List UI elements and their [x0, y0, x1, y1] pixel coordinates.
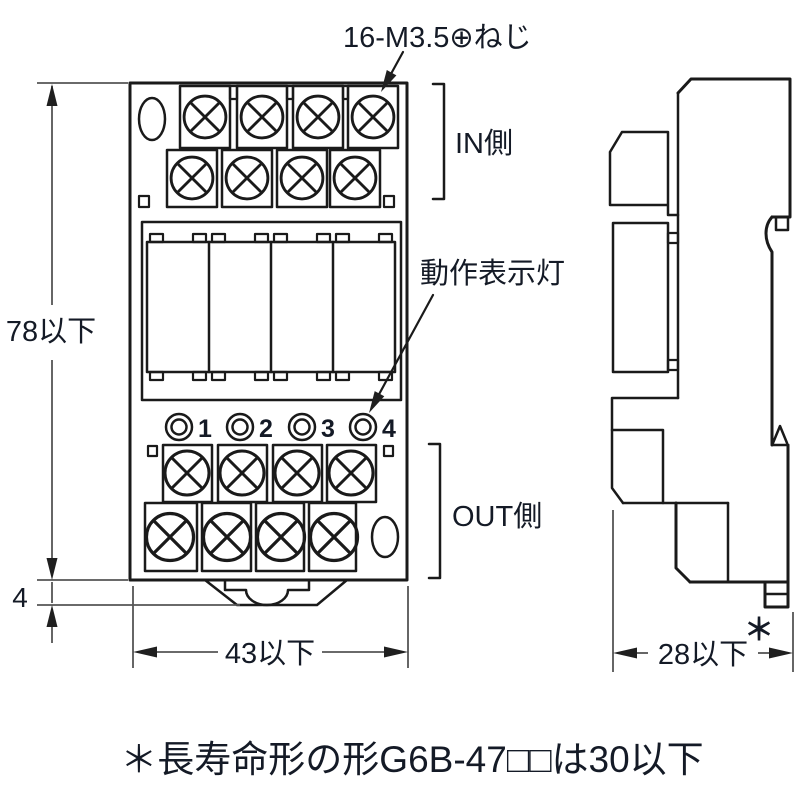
- in-cover-profile: [608, 130, 680, 217]
- screw-icon: [218, 449, 266, 497]
- din-rail-latch: [203, 578, 349, 607]
- in-terminal-row-bottom: [137, 148, 396, 209]
- front-body-outline: [128, 81, 409, 582]
- screw-icon: [201, 511, 253, 563]
- in-side-label: IN側: [455, 127, 513, 160]
- indicator-lamp-icon: [225, 412, 255, 442]
- out-terminal-row-bottom: [143, 501, 400, 573]
- screw-icon: [144, 511, 196, 563]
- out-bracket: [427, 442, 442, 580]
- in-terminal-row-top: [137, 84, 400, 150]
- out-side-callout: OUT側: [427, 442, 542, 580]
- indicator-lamp-icon: [287, 412, 317, 442]
- out-side-label: OUT側: [452, 500, 542, 533]
- screw-icon: [279, 155, 325, 201]
- screw-icon: [332, 155, 378, 201]
- screw-icon: [163, 449, 211, 497]
- module-cover-profile: [611, 221, 680, 374]
- dim-height-label: 78以下: [6, 316, 96, 348]
- screw-icon: [327, 449, 375, 497]
- screw-icon: [308, 511, 360, 563]
- screw-callout-label: 16-M3.5⊕ねじ: [343, 22, 532, 54]
- indicator-number: 1: [198, 415, 212, 443]
- dimension-depth-28: 28以下 ＊: [612, 510, 794, 672]
- leader-arrow-icon: [381, 70, 397, 92]
- footnote: ＊長寿命形の形G6B-47□□は30以下: [120, 739, 703, 780]
- screw-icon: [239, 94, 285, 140]
- mounting-slot-top-left: [137, 96, 167, 142]
- indicator-number: 3: [321, 415, 335, 443]
- din-claw-lower: [770, 424, 790, 447]
- arrow-left-icon: [133, 646, 157, 658]
- dimension-latch-4: 4: [12, 582, 240, 643]
- asterisk-mark: ＊: [744, 614, 774, 647]
- dim-latch-label: 4: [12, 582, 28, 613]
- arrow-down-icon: [46, 558, 58, 580]
- screw-icon: [169, 155, 215, 201]
- screw-icon: [255, 511, 307, 563]
- mounting-slot-bottom-right: [370, 515, 400, 559]
- arrow-right-icon: [384, 646, 408, 658]
- screw-icon: [224, 155, 270, 201]
- screw-callout: 16-M3.5⊕ねじ: [343, 22, 532, 92]
- indicator-lamp-icon: [348, 412, 378, 442]
- out-cover-profile: [610, 428, 665, 505]
- screw-icon: [350, 94, 396, 140]
- arrow-right-icon: [769, 647, 793, 659]
- out-terminal-row-top: [146, 443, 395, 504]
- screw-icon: [295, 94, 341, 140]
- arrow-up-icon: [46, 605, 58, 627]
- arrow-left-icon: [613, 647, 637, 659]
- indicator-callout-label: 動作表示灯: [420, 257, 565, 290]
- indicator-number: 2: [259, 415, 273, 443]
- leader-arrow-icon: [369, 391, 385, 413]
- dimension-height-78: 78以下: [6, 82, 128, 581]
- side-view: [608, 77, 792, 609]
- indicator-number: 4: [382, 415, 396, 443]
- module-bay-outline: [140, 220, 403, 402]
- relay-module-section: [140, 220, 403, 402]
- dim-width-label: 43以下: [225, 638, 315, 670]
- dimension-width-43: 43以下: [132, 586, 409, 670]
- in-side-callout: IN側: [431, 82, 513, 201]
- screw-icon: [182, 94, 228, 140]
- dim-depth-label: 28以下: [658, 639, 748, 671]
- front-view: 1 2 3 4: [128, 81, 409, 607]
- din-claw-upper: [774, 215, 790, 232]
- indicator-lamp-row: 1 2 3 4: [164, 412, 396, 443]
- indicator-lamp-icon: [164, 412, 194, 442]
- screw-icon: [273, 449, 321, 497]
- in-bracket: [431, 82, 446, 201]
- indicator-callout: 動作表示灯: [369, 257, 565, 413]
- arrow-up-icon: [46, 84, 58, 106]
